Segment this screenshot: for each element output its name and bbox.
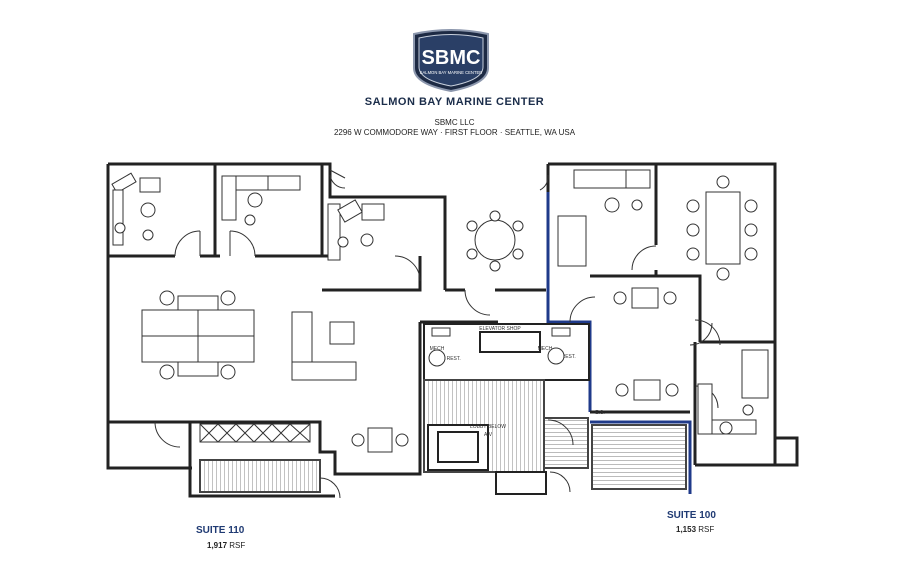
suite-100-rsf-value: 1,153	[676, 525, 697, 534]
es-marker: E.S.	[595, 410, 604, 416]
logo-text: SBMC	[422, 47, 481, 69]
suite-110-rsf-unit: RSF	[229, 541, 246, 550]
suite-110-label: SUITE 110	[196, 525, 245, 536]
suite-110-rsf: 1,917 RSF	[207, 541, 245, 550]
elevator-label: ELEVATOR SHOP	[479, 326, 521, 332]
suite-100-label: SUITE 100	[667, 510, 716, 521]
mech-right: MECH	[538, 346, 553, 352]
suite-100-rsf-unit: RSF	[698, 525, 715, 534]
mech-left: MECH	[430, 346, 445, 352]
logo-subtext: SALMON BAY MARINE CENTER	[420, 70, 483, 75]
furniture	[111, 169, 769, 453]
core-area	[199, 323, 687, 495]
page-title: SALMON BAY MARINE CENTER	[364, 96, 545, 108]
sbmc-logo: SBMC SALMON BAY MARINE CENTER	[413, 29, 489, 92]
lobby-label: LOBBY BELOW	[470, 424, 506, 430]
suite-110-walls	[106, 162, 546, 498]
lobby-sub-label: A/V	[484, 432, 493, 438]
suite-100-rsf: 1,153 RSF	[676, 525, 714, 534]
address-line: 2296 W COMMODORE WAY · FIRST FLOOR · SEA…	[333, 128, 576, 137]
ada-restroom-left: ADA REST.	[435, 356, 461, 362]
suite-110-rsf-value: 1,917	[207, 541, 228, 550]
owner-line: SBMC LLC	[434, 118, 475, 127]
